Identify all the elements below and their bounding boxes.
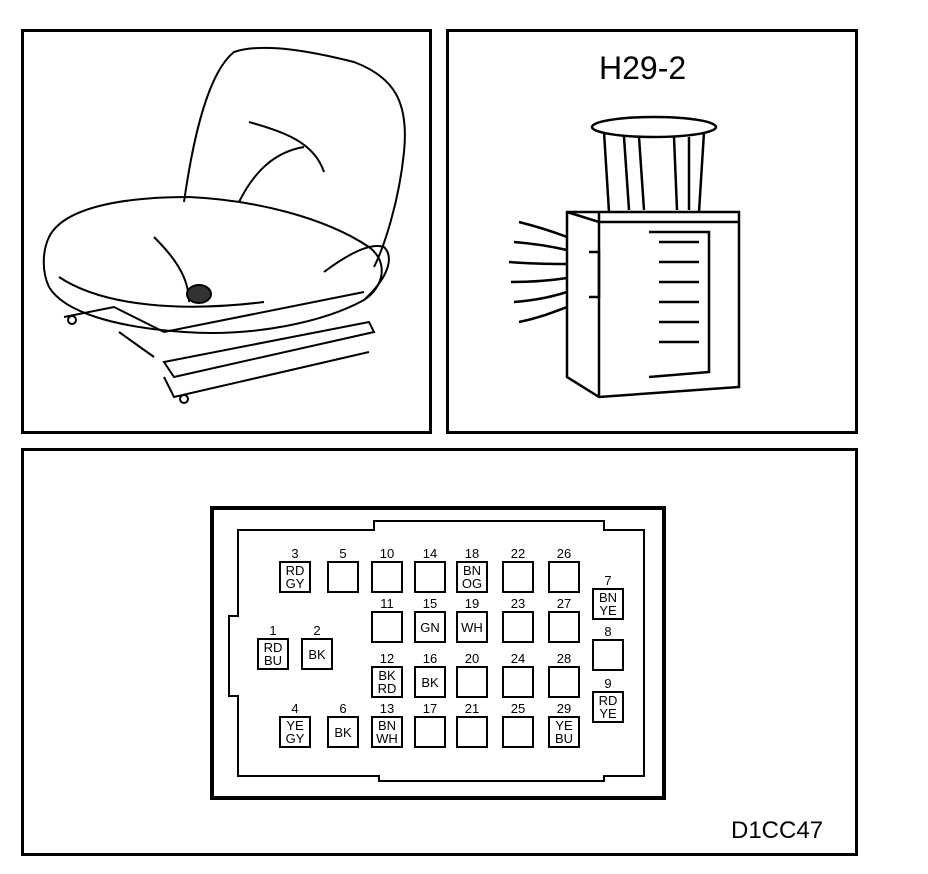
wire-color-label: RD [285,563,305,578]
pin-number: 29 [556,701,572,716]
pin-cavity [371,611,403,643]
pin-cavity [592,639,624,671]
wire-color-label: YE [555,718,573,733]
pin-number: 25 [510,701,526,716]
wire-color-label: BU [263,653,283,668]
pin-cavity: BK [301,638,333,670]
pin-number: 3 [291,546,299,561]
pin-number: 10 [379,546,395,561]
pin-cavity [502,716,534,748]
wire-color-label: BN [598,590,618,605]
pin-number: 9 [604,676,612,691]
pin-number: 26 [556,546,572,561]
wire-color-label: BK [421,674,439,690]
wire-color-label: WH [376,731,398,746]
connector-title: H29-2 [599,50,687,86]
wire-color-label: GY [285,576,305,591]
pin-number: 23 [510,596,526,611]
wire-color-label: BK [308,646,326,662]
pin-cavity: GN [414,611,446,643]
pin-cavity: WH [456,611,488,643]
pin-cavity [371,561,403,593]
pin-cavity: BK [327,716,359,748]
wire-color-label: BU [554,731,574,746]
pin-cavity [548,561,580,593]
pin-number: 28 [556,651,572,666]
pin-number: 1 [269,623,277,638]
pin-cavity [502,666,534,698]
pin-number: 20 [464,651,480,666]
wire-color-label: YE [286,718,304,733]
pin-number: 18 [464,546,480,561]
pin-number: 8 [604,624,612,639]
pin-number: 11 [380,596,394,611]
wire-color-label: GY [285,731,305,746]
pin-number: 13 [379,701,395,716]
seat-panel [21,29,432,434]
pin-number: 12 [379,651,395,666]
pin-number: 27 [556,596,572,611]
pin-number: 17 [422,701,438,716]
pin-number: 5 [339,546,347,561]
pin-cavity [502,611,534,643]
pin-cavity [502,561,534,593]
pin-number: 4 [291,701,299,716]
wire-color-label: WH [461,619,483,635]
pin-number: 15 [422,596,438,611]
wire-color-label: RD [263,640,283,655]
wire-color-label: RD [377,681,397,696]
pin-number: 22 [510,546,526,561]
wire-color-label: BK [334,724,352,740]
pin-number: 6 [339,701,347,716]
wire-color-label: YE [599,706,617,721]
pin-number: 2 [313,623,321,638]
connector-face-outline [210,506,666,800]
pin-cavity [414,716,446,748]
pin-cavity [548,611,580,643]
pin-number: 19 [464,596,480,611]
pin-number: 24 [510,651,526,666]
wire-color-label: BN [377,718,397,733]
wire-color-label: RD [598,693,618,708]
pin-cavity [456,716,488,748]
wire-color-label: BN [462,563,482,578]
wire-color-label: GN [420,619,440,635]
wire-color-label: OG [461,576,483,591]
pin-number: 21 [464,701,480,716]
wire-color-label: BK [378,668,396,683]
connector-illustration [508,115,741,399]
pin-number: 16 [422,651,438,666]
pin-cavity [327,561,359,593]
pin-cavity [548,666,580,698]
seat-illustration [42,46,406,404]
wire-color-label: YE [599,603,617,618]
diagram-code: D1CC47 [731,817,824,844]
pin-cavity: BK [414,666,446,698]
connector-panel: H29-2 [446,29,858,434]
pin-number: 7 [604,573,612,588]
pin-cavity [456,666,488,698]
pin-number: 14 [422,546,438,561]
pin-cavity [414,561,446,593]
